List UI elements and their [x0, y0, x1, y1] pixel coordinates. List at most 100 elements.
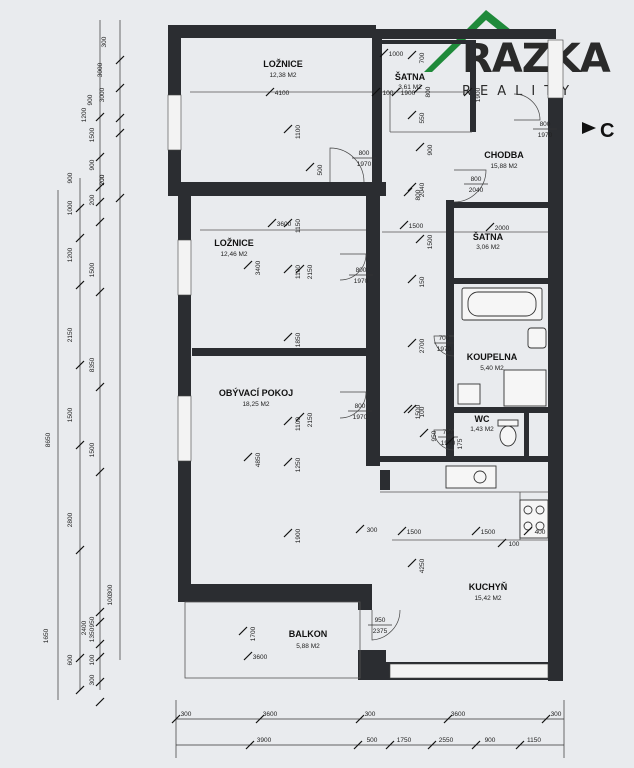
room-area: 12,46 M2 [220, 251, 247, 258]
wall-hall-left [366, 196, 380, 466]
dimension-label: 300 [101, 36, 108, 47]
room-name: CHODBA [484, 150, 524, 160]
dimension-label: 175 [457, 438, 464, 449]
svg-text:950: 950 [375, 617, 386, 624]
dimension-label: 1650 [43, 628, 50, 643]
dimension-tick [407, 110, 417, 120]
toilet-icon [499, 425, 517, 447]
dimension-tick [115, 83, 125, 93]
dimension-tick [295, 264, 305, 274]
dimension-tick [497, 538, 507, 548]
dimension-tick [391, 87, 401, 97]
left-dimension-labels: 8650165028001500215012001000900240060083… [43, 87, 114, 707]
dimension-tick [95, 197, 105, 207]
room-name: LOŽNICE [263, 58, 303, 69]
dimension-label: 3600 [263, 711, 278, 718]
wall-wc-right [524, 410, 529, 462]
dimension-label: 1900 [295, 528, 302, 543]
room-area: 18,25 M2 [242, 401, 269, 408]
dimension-label: 2040 [419, 182, 426, 197]
wall-closet1-right [470, 40, 476, 132]
dimension-tick [75, 440, 85, 450]
dimension-tick [95, 697, 105, 707]
dimension-label: 2550 [439, 737, 454, 744]
dimension-label: 300 [181, 711, 192, 718]
dimension-label: 1900 [475, 87, 482, 102]
logo-roof-icon [424, 10, 516, 72]
window-kitchen [389, 663, 549, 679]
dimension-tick [283, 264, 293, 274]
dimension-tick [283, 528, 293, 538]
dimension-tick [371, 87, 381, 97]
dimension-label: 3000 [97, 62, 104, 77]
door-label: 800 1970 [533, 121, 557, 139]
dimension-label: 4100 [275, 90, 290, 97]
dimension-label: 3900 [257, 737, 272, 744]
dimension-tick [445, 436, 455, 446]
section-marker: C [582, 120, 614, 142]
door-label: 800 1970 [352, 150, 376, 168]
dimension-label: 400 [535, 529, 546, 536]
wall-bedroom1-right [372, 38, 382, 188]
dimension-tick [75, 545, 85, 555]
wall-balcony-right-upper [358, 584, 372, 610]
door-label: 800 1970 [349, 267, 373, 285]
svg-text:1970: 1970 [538, 132, 553, 139]
door-label: 800 1970 [348, 403, 372, 421]
room-area: 12,38 M2 [269, 72, 296, 79]
dimension-tick [283, 124, 293, 134]
svg-text:800: 800 [356, 267, 367, 274]
svg-text:700: 700 [443, 429, 454, 436]
dimension-tick [115, 128, 125, 138]
dimension-label: 700 [419, 52, 426, 63]
washer-icon [457, 383, 481, 405]
dimension-tick [403, 187, 413, 197]
dimension-tick [95, 677, 105, 687]
dimension-label: 2400 [81, 620, 88, 635]
dimension-label: 900 [485, 737, 496, 744]
dimension-label: 950 [431, 430, 438, 441]
dimension-label: 900 [67, 172, 74, 183]
dimension-label: 1250 [295, 457, 302, 472]
dimension-label: 2150 [307, 264, 314, 279]
dimension-tick [283, 457, 293, 467]
windows [167, 39, 564, 679]
dimension-tick [523, 526, 533, 536]
svg-text:700: 700 [439, 335, 450, 342]
room-name: KUCHYŇ [469, 581, 508, 592]
door-swing [433, 335, 455, 357]
dimension-tick [243, 260, 253, 270]
dimension-label: 1850 [295, 332, 302, 347]
svg-text:800: 800 [359, 150, 370, 157]
dimension-label: 3600 [253, 654, 268, 661]
dimension-label: 4850 [255, 452, 262, 467]
dimension-tick [463, 87, 473, 97]
dimension-label: 1100 [295, 417, 302, 431]
dimension-label: 1500 [89, 442, 96, 457]
dimension-label: 900 [87, 94, 94, 105]
fixtures [445, 287, 549, 539]
dimension-label: 800 [425, 86, 432, 97]
dimension-tick [171, 714, 181, 724]
door-label: 950 2375 [368, 617, 392, 635]
dimension-label: 550 [419, 112, 426, 123]
dimension-label: 1500 [409, 223, 424, 230]
room-name: OBÝVACÍ POKOJ [219, 387, 293, 398]
dimension-label: 2000 [495, 225, 510, 232]
dimension-tick [115, 193, 125, 203]
svg-text:1970: 1970 [353, 414, 368, 421]
dimension-tick [305, 162, 315, 172]
dimension-label: 1500 [481, 529, 496, 536]
room-area: 3,61 M2 [398, 84, 422, 91]
dimension-tick [407, 558, 417, 568]
razka-logo: RAZKA REALITY [424, 10, 612, 99]
dimension-label: 1500 [89, 127, 96, 142]
dimension-tick [407, 404, 417, 414]
bottom-dimension-chains [175, 700, 565, 758]
dimension-label: 1500 [407, 529, 422, 536]
dimension-label: 3000 [99, 87, 106, 102]
dimension-tick [95, 652, 105, 662]
dimension-label: 1100 [295, 125, 302, 139]
